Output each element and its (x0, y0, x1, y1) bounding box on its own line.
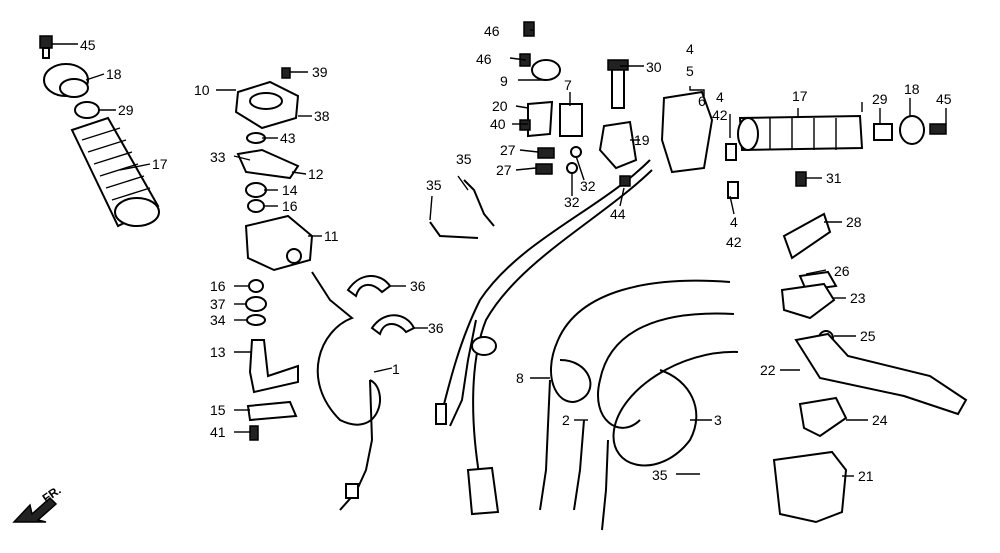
callout-27-upper: 27 (500, 142, 516, 158)
callout-25: 25 (860, 328, 876, 344)
callout-27-lower: 27 (496, 162, 512, 178)
callout-11: 11 (324, 228, 339, 244)
callout-15: 15 (210, 402, 226, 418)
callout-42-lower: 42 (726, 234, 742, 250)
callout-45: 45 (80, 37, 96, 53)
front-direction-arrow: FR. (12, 483, 64, 523)
callout-9: 9 (500, 73, 508, 89)
callout-1: 1 (392, 361, 400, 377)
callout-13: 13 (210, 344, 226, 360)
callout-41: 41 (210, 424, 226, 440)
callout-40: 40 (490, 116, 506, 132)
callout-26: 26 (834, 263, 850, 279)
callout-38: 38 (314, 108, 330, 124)
callout-30: 30 (646, 59, 662, 75)
callout-36-upper: 36 (410, 278, 426, 294)
callout-29-right: 29 (872, 91, 888, 107)
callout-16-lower: 16 (210, 278, 226, 294)
callout-16-upper: 16 (282, 198, 298, 214)
callout-44: 44 (610, 206, 626, 222)
callout-28: 28 (846, 214, 862, 230)
callout-10: 10 (194, 82, 210, 98)
callout-21: 21 (858, 468, 874, 484)
callout-17-right: 17 (792, 88, 808, 104)
callout-35-upper: 35 (456, 151, 472, 167)
callout-22: 22 (760, 362, 776, 378)
left-grip-assembly (39, 35, 160, 228)
callout-42-upper: 42 (712, 107, 728, 123)
lever-assembly (772, 212, 968, 524)
callout-29: 29 (118, 102, 134, 118)
control-cables (539, 279, 739, 531)
callout-18-right: 18 (904, 81, 920, 97)
right-grip-assembly (737, 114, 947, 187)
callout-2: 2 (562, 412, 570, 428)
callout-43: 43 (280, 130, 296, 146)
callout-4-lower: 4 (730, 214, 738, 230)
callout-5: 5 (686, 63, 694, 79)
callout-31: 31 (826, 170, 842, 186)
callout-14: 14 (282, 182, 298, 198)
callout-8: 8 (516, 370, 524, 386)
callout-46-upper: 46 (484, 23, 500, 39)
callout-45-right: 45 (936, 91, 952, 107)
callout-20: 20 (492, 98, 508, 114)
callout-19: 19 (634, 132, 650, 148)
callout-46-lower: 46 (476, 51, 492, 67)
callout-3: 3 (714, 412, 722, 428)
callout-35-lower: 35 (652, 467, 668, 483)
callout-12: 12 (308, 166, 324, 182)
callout-labels: 45 18 29 17 10 39 38 43 33 12 14 16 11 1… (80, 23, 952, 484)
callout-7: 7 (564, 77, 572, 93)
callout-32-left: 32 (564, 194, 580, 210)
callout-23: 23 (850, 290, 866, 306)
callout-34: 34 (210, 312, 226, 328)
front-direction-label: FR. (40, 483, 64, 506)
callout-33: 33 (210, 149, 226, 165)
throttle-housing-assembly (234, 67, 314, 441)
callout-4-upper: 4 (686, 41, 694, 57)
cable-clamps (346, 275, 416, 336)
callout-18: 18 (106, 66, 122, 82)
callout-17: 17 (152, 156, 168, 172)
leader-lines (52, 29, 947, 477)
callout-32-right: 32 (580, 178, 596, 194)
throttle-cable (311, 271, 381, 511)
callout-36-lower: 36 (428, 320, 444, 336)
callout-37: 37 (210, 296, 226, 312)
callout-39: 39 (312, 64, 328, 80)
callout-4-middle: 4 (716, 89, 724, 105)
callout-6: 6 (698, 93, 706, 109)
callout-24: 24 (872, 412, 888, 428)
switch-housing-assembly (429, 21, 739, 239)
switch-wiring-harness (435, 159, 653, 516)
callout-35-middle: 35 (426, 177, 442, 193)
